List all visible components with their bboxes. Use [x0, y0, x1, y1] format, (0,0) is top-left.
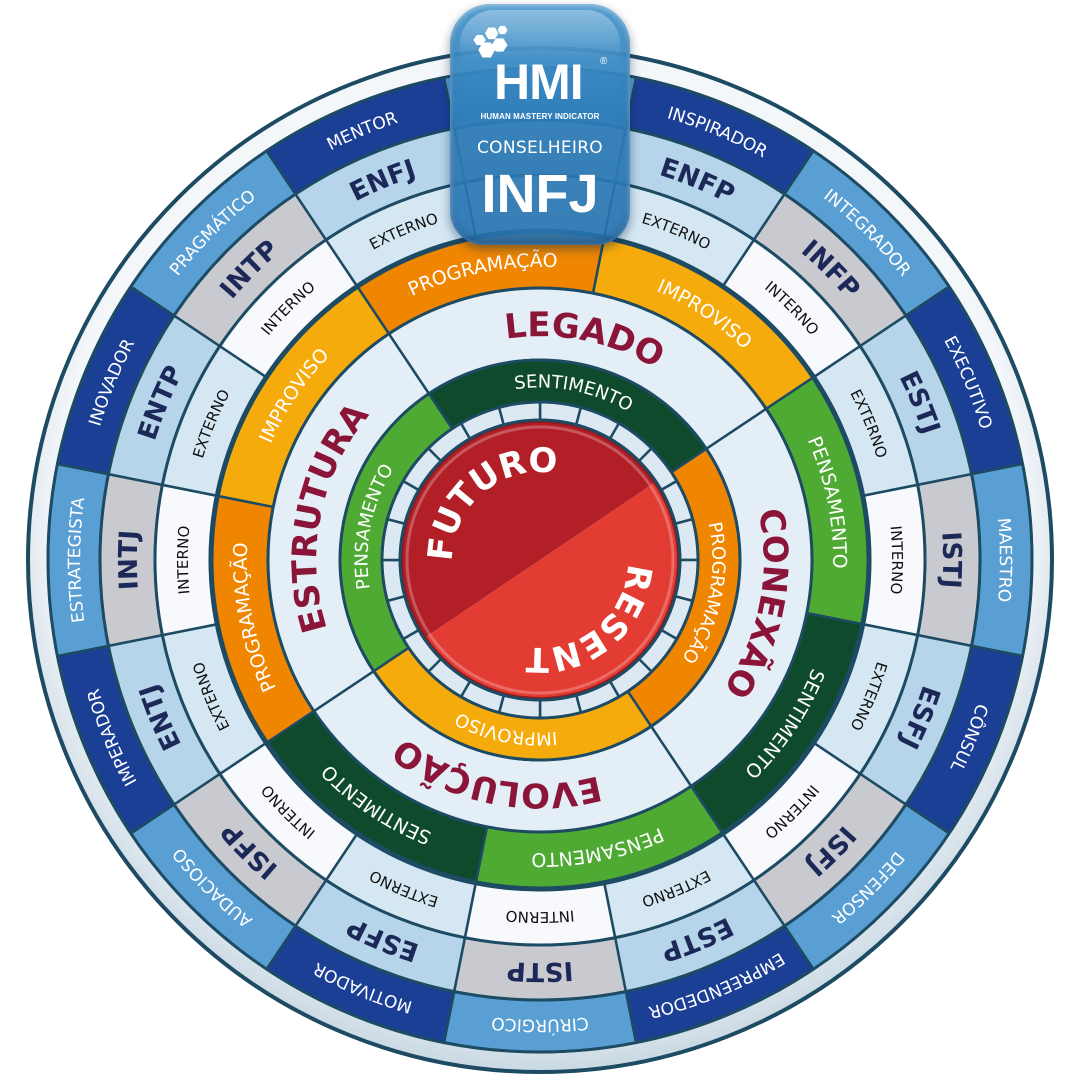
- ring-outline: [338, 358, 742, 762]
- type-label-path: INTJ: [114, 529, 145, 591]
- center-highlight: [405, 425, 675, 695]
- center-rim: [401, 421, 679, 699]
- center-futuro-half[interactable]: [402, 422, 655, 638]
- registered-mark: ®: [600, 56, 608, 67]
- orientation-label: INTERNO: [505, 906, 575, 926]
- ring-shapes: [46, 66, 1034, 1054]
- role-label: MAESTRO: [993, 517, 1015, 603]
- orientation-label: INTERNO: [886, 525, 906, 595]
- type-label: ISTJ: [935, 531, 966, 589]
- hexagon-logo-icon: [473, 25, 508, 58]
- type-label: INTJ: [114, 529, 145, 591]
- type-label-path: ISTP: [506, 955, 574, 986]
- brand-name: HMI: [494, 54, 584, 110]
- orientation-label-path: INTERNO: [886, 525, 906, 595]
- brand-subtitle: HUMAN MASTERY INDICATOR: [480, 112, 600, 121]
- ring-outline: [398, 418, 682, 702]
- role-label-path: CIRÚRGICO: [490, 1012, 589, 1036]
- type-label: ISTP: [506, 955, 574, 986]
- orientation-label-path: INTERNO: [174, 525, 194, 595]
- role-label: CIRÚRGICO: [490, 1012, 589, 1036]
- type-label-path: ISTJ: [935, 531, 966, 589]
- orientation-label: INTERNO: [174, 525, 194, 595]
- ring-outline: [380, 400, 700, 720]
- profile-type: INFJ: [481, 164, 599, 224]
- profile-badge: HMI ® HUMAN MASTERY INDICATOR CONSELHEIR…: [450, 4, 630, 245]
- profile-name: CONSELHEIRO: [476, 138, 603, 158]
- ring-outline: [266, 286, 814, 834]
- center-presente-half[interactable]: [425, 482, 678, 699]
- orientation-label-path: INTERNO: [505, 906, 575, 926]
- role-label-path: MAESTRO: [993, 517, 1015, 603]
